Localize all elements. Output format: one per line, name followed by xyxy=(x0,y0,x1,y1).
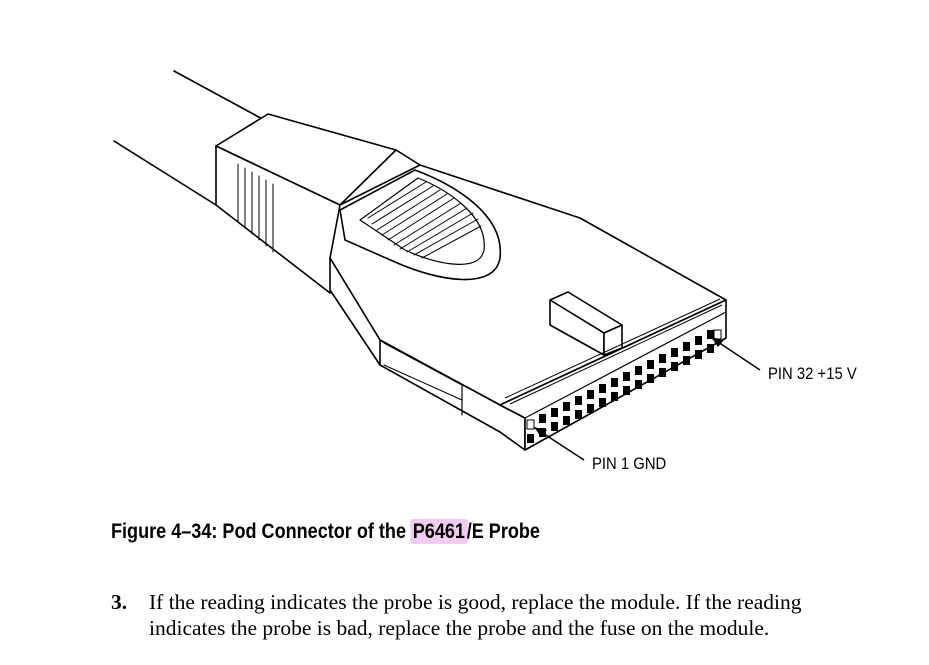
strain-relief-side xyxy=(215,145,341,294)
pin-32-marker xyxy=(713,329,722,340)
step-text-line-1: If the reading indicates the probe is go… xyxy=(149,590,802,614)
pin1-label: PIN 1 GND xyxy=(592,455,667,473)
caption-prefix: Figure 4–34: Pod Connector of the xyxy=(111,520,412,543)
strain-relief-ribs xyxy=(237,163,274,253)
step-number: 3. xyxy=(111,590,128,614)
pod-connector-illustration xyxy=(113,70,761,461)
step-text: If the reading indicates the probe is go… xyxy=(149,589,889,641)
caption-suffix: /E Probe xyxy=(466,520,540,543)
cable-upper xyxy=(173,70,269,123)
pod-connector-figure: PIN 32 +15 V PIN 1 GND xyxy=(113,70,857,473)
top-rim-slots xyxy=(504,298,723,405)
latch-grip-lines xyxy=(367,181,482,259)
cable-lower xyxy=(113,140,217,206)
step-text-line-2: indicates the probe is bad, replace the … xyxy=(149,616,770,640)
pin32-arrowhead xyxy=(711,337,724,347)
pin1-arrowhead xyxy=(534,427,547,437)
figure-caption: Figure 4–34: Pod Connector of the P6461/… xyxy=(111,519,540,544)
caption-highlight[interactable]: P6461 xyxy=(410,519,468,544)
pin-holes xyxy=(527,330,714,443)
pin-1-marker xyxy=(526,419,535,430)
pin32-label: PIN 32 +15 V xyxy=(768,365,857,383)
